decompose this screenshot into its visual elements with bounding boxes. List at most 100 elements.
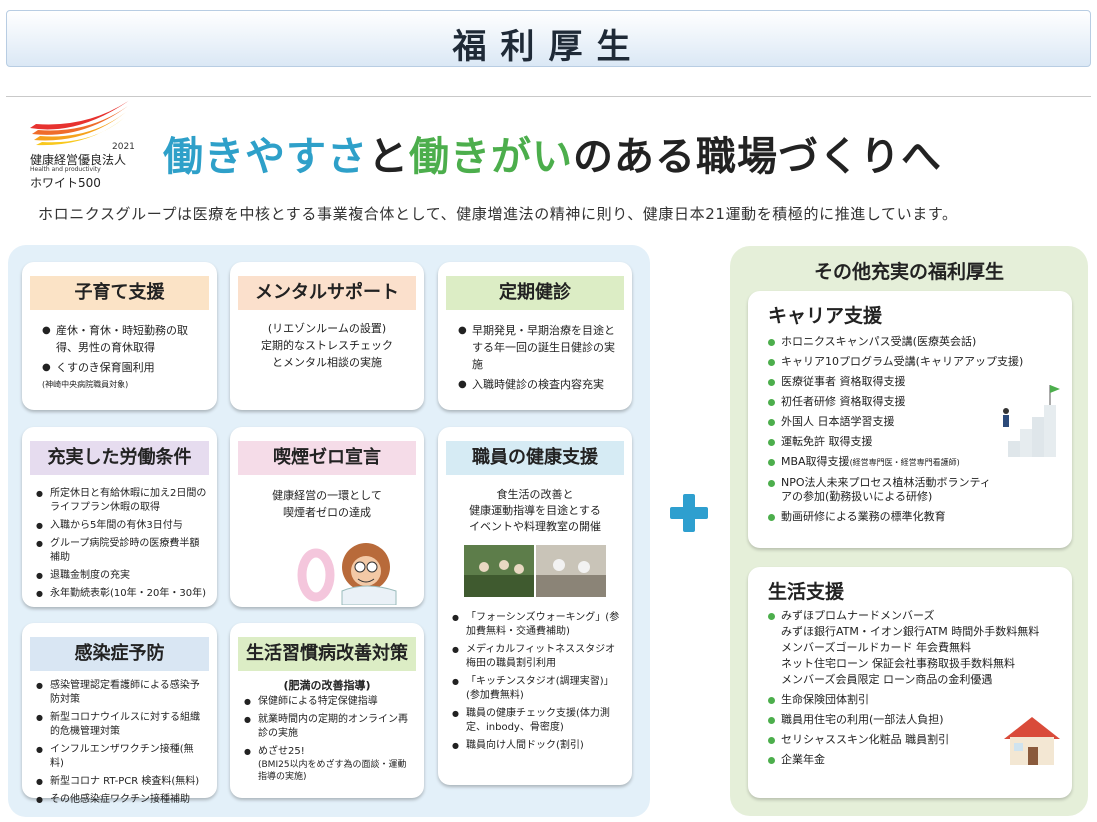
card-kosodate-title: 子育て支援 [30,276,209,310]
card-life-body: みずほプロムナードメンバーズ みずほ銀行ATM・イオン銀行ATM 時間外手数料無… [768,609,1068,773]
text-line: 健康運動指導を目途とする [469,504,601,517]
list-item: 職員用住宅の利用(一部法人負担) [768,713,1068,727]
card-kenko: 職員の健康支援 食生活の改善と 健康運動指導を目途とする イベントや料理教室の開… [438,427,632,785]
list-item: 新型コロナウイルスに対する組織的危機管理対策 [36,711,207,739]
list-item: グループ病院受診時の医療費半額補助 [36,537,207,565]
logo-year: 2021 [112,142,135,152]
card-roudou-body: 所定休日と有給休暇に加え2日間のライフプラン休暇の取得 入職から5年間の有休3日… [36,487,207,605]
card-seikatsu-sub: (肥満の改善指導) [283,679,371,692]
mba-label: MBA取得支援 [781,455,850,468]
list-item: 所定休日と有給休暇に加え2日間のライフプラン休暇の取得 [36,487,207,515]
list-item: 医療従事者 資格取得支援 [768,375,1058,389]
logo-swoosh-icon [30,100,130,146]
mba-note: (経営専門医・経営専門看護師) [849,458,960,467]
right-panel-title: その他充実の福利厚生 [813,261,1004,283]
list-item: ネット住宅ローン 保証会社事務取扱手数料無料 [781,657,1015,670]
text-line: (リエゾンルームの設置) [267,322,387,335]
list-item: 動画研修による業務の標準化教育 [768,510,1058,524]
list-item: キャリア10プログラム受講(キャリアアップ支援) [768,355,1058,369]
house-icon [1004,717,1060,765]
text-line: イベントや料理教室の開催 [469,520,601,533]
card-career-title: キャリア支援 [768,305,883,327]
card-kenshin: 定期健診 早期発見・早期治療を目途とする年一回の誕生日健診の実施 入職時健診の検… [438,262,632,410]
tagline-part-4: のある職場づくりへ [573,134,942,180]
card-mental: メンタルサポート (リエゾンルームの設置) 定期的なストレスチェック とメンタル… [230,262,424,410]
list-item: 感染管理認定看護師による感染予防対策 [36,679,207,707]
card-seikatsu-body: 保健師による特定保健指導 就業時間内の定期的オンライン再診の実施 めざせ25! … [244,695,414,783]
card-kitsuen: 喫煙ゼロ宣言 健康経営の一環として 喫煙者ゼロの達成 [230,427,424,607]
list-item: 職員の健康チェック支援(体力測定、inbody、骨密度) [452,707,622,735]
card-kenko-intro: 食生活の改善と 健康運動指導を目途とする イベントや料理教室の開催 [448,487,622,535]
list-item: めざせ25! [244,745,414,759]
page-title: 福利厚生 [452,27,645,67]
card-career: キャリア支援 ホロニクスキャンパス受講(医療英会話) キャリア10プログラム受講… [748,291,1072,548]
list-item: 入職時健診の検査内容充実 [458,376,622,393]
card-kitsuen-title: 喫煙ゼロ宣言 [238,441,416,475]
list-item: 産休・育休・時短勤務の取得、男性の育休取得 [42,322,207,356]
logo-subtitle: Health and productivity [30,166,101,173]
tagline-part-3: 働きがい [409,134,573,180]
list-item: 企業年金 [768,753,1068,767]
list-item: その他感染症ワクチン接種補助 [36,793,207,807]
logo-white500: ホワイト500 [30,176,101,190]
tagline-part-1: 働きやすさ [163,134,368,180]
card-seikatsu-title: 生活習慣病改善対策 [238,637,416,671]
list-item: 生命保険団体割引 [768,693,1068,707]
card-roudou: 充実した労働条件 所定休日と有給休暇に加え2日間のライフプラン休暇の取得 入職か… [22,427,217,607]
list-item: ホロニクスキャンパス受講(医療英会話) [768,335,1058,349]
list-item: 新型コロナ RT-PCR 検査料(無料) [36,775,207,789]
list-item: 早期発見・早期治療を目途とする年一回の誕生日健診の実施 [458,322,622,373]
list-item: 職員向け人間ドック(割引) [452,739,622,753]
card-kenko-body: 「フォーシンズウォーキング」(参加費無料・交通費補助) メディカルフィットネスス… [452,611,622,757]
list-item: MBA取得支援(経営専門医・経営専門看護師) [768,455,1058,470]
tagline: 働きやすさと働きがいのある職場づくりへ [163,124,942,182]
card-life-title: 生活支援 [768,581,845,603]
title-bar: 福利厚生 [6,10,1091,67]
note: (BMI25以内をめざす為の面談・運動指導の実施) [258,760,407,782]
white500-logo: 2021 健康経営優良法人 Health and productivity ホワ… [28,98,138,190]
list-item: 初任者研修 資格取得支援 [768,395,1058,409]
card-kitsuen-body: 健康経営の一環として 喫煙者ゼロの達成 [240,487,414,521]
note: (神崎中央病院職員対象) [42,380,129,389]
card-mental-title: メンタルサポート [238,276,416,310]
list-item: 保健師による特定保健指導 [244,695,414,709]
plus-icon [670,494,708,532]
text-line: とメンタル相談の実施 [272,356,382,369]
list-item: 退職金制度の充実 [36,569,207,583]
card-life: 生活支援 みずほプロムナードメンバーズ みずほ銀行ATM・イオン銀行ATM 時間… [748,567,1072,798]
card-kenshin-body: 早期発見・早期治療を目途とする年一回の誕生日健診の実施 入職時健診の検査内容充実 [458,322,622,396]
list-item: 「フォーシンズウォーキング」(参加費無料・交通費補助) [452,611,622,639]
text-line: 健康経営の一環として [272,489,382,502]
card-mental-body: (リエゾンルームの設置) 定期的なストレスチェック とメンタル相談の実施 [240,320,414,371]
card-seikatsu: 生活習慣病改善対策 (肥満の改善指導) 保健師による特定保健指導 就業時間内の定… [230,623,424,798]
card-kansen-title: 感染症予防 [30,637,209,671]
card-career-body: ホロニクスキャンパス受講(医療英会話) キャリア10プログラム受講(キャリアアッ… [768,335,1058,530]
list-item: みずほ銀行ATM・イオン銀行ATM 時間外手数料無料 [781,625,1040,638]
list-item: 運転免許 取得支援 [768,435,1058,449]
logo-name: 健康経営優良法人 [30,153,127,167]
list-item: 入職から5年間の有休3日付与 [36,519,207,533]
list-item: 外国人 日本語学習支援 [768,415,1058,429]
event-photos-image [464,545,606,597]
list-item: メンバーズゴールドカード 年会費無料 [781,641,971,654]
tagline-part-2: と [368,134,409,180]
card-kenshin-title: 定期健診 [446,276,624,310]
list-item: 永年勤続表彰(10年・20年・30年) [36,587,207,601]
career-stairs-icon [1003,385,1060,457]
card-kansen-body: 感染管理認定看護師による感染予防対策 新型コロナウイルスに対する組織的危機管理対… [36,679,207,811]
text-line: 定期的なストレスチェック [261,339,393,352]
list-item: みずほプロムナードメンバーズ [768,609,1068,623]
card-kosodate: 子育て支援 産休・育休・時短勤務の取得、男性の育休取得 くすのき保育園利用 (神… [22,262,217,410]
list-item: 「キッチンスタジオ(調理実習)」(参加費無料) [452,675,622,703]
card-roudou-title: 充実した労働条件 [30,441,209,475]
card-kenko-title: 職員の健康支援 [446,441,624,475]
card-kansen: 感染症予防 感染管理認定看護師による感染予防対策 新型コロナウイルスに対する組織… [22,623,217,807]
text-line: 喫煙者ゼロの達成 [283,506,371,519]
list-item: メンバーズ会員限定 ローン商品の金利優遇 [781,673,993,686]
list-item: 就業時間内の定期的オンライン再診の実施 [244,713,414,741]
list-item: セリシャススキン化粧品 職員割引 [768,733,1068,747]
mascot-illustration-icon [297,543,397,605]
divider [6,96,1091,97]
list-item: くすのき保育園利用 [42,359,207,376]
list-item: インフルエンザワクチン接種(無料) [36,743,207,771]
